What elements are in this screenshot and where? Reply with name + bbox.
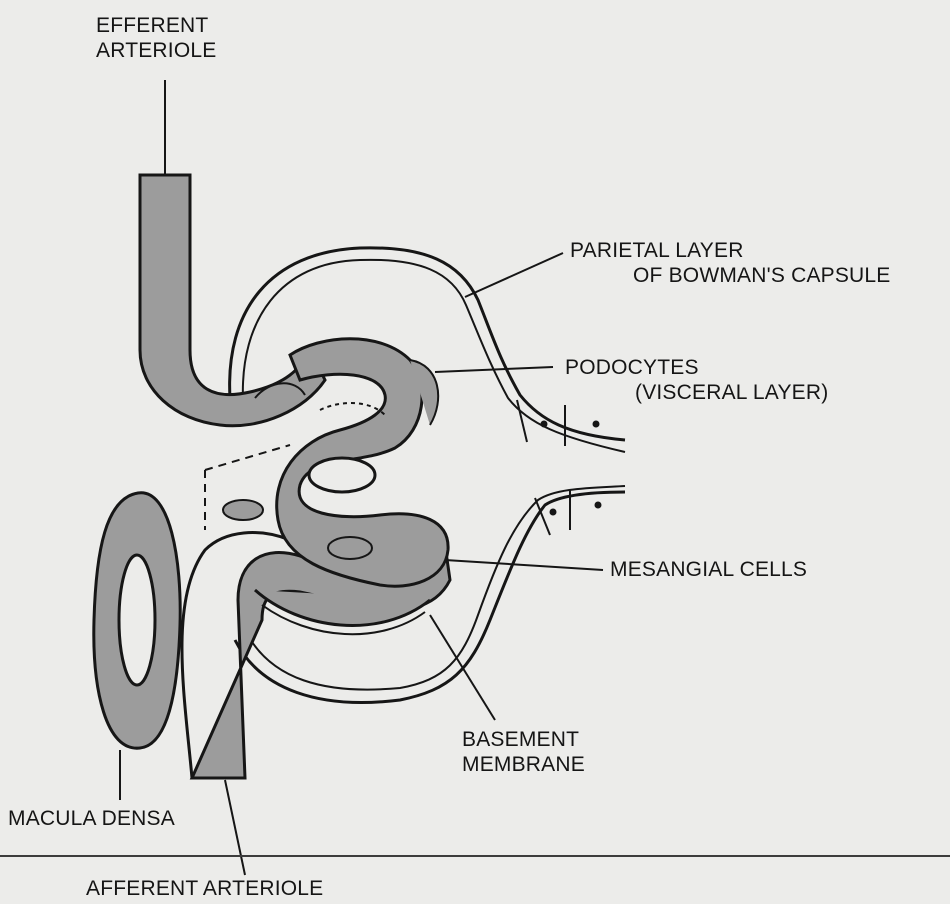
bottom-divider — [0, 855, 950, 857]
podocytes-label: PODOCYTES (VISCERAL LAYER) — [565, 355, 828, 405]
efferent-arteriole-label: EFFERENT ARTERIOLE — [96, 13, 216, 63]
mesangial-cells-label: MESANGIAL CELLS — [610, 557, 807, 582]
proximal-tubule-cells — [517, 400, 601, 535]
basement-membrane-label: BASEMENT MEMBRANE — [462, 727, 585, 777]
macula-densa-label: MACULA DENSA — [8, 806, 175, 831]
parietal-layer-label: PARIETAL LAYER OF BOWMAN'S CAPSULE — [570, 238, 891, 288]
afferent-arteriole-label: AFFERENT ARTERIOLE — [86, 876, 323, 901]
macula-densa-ring — [94, 493, 180, 748]
